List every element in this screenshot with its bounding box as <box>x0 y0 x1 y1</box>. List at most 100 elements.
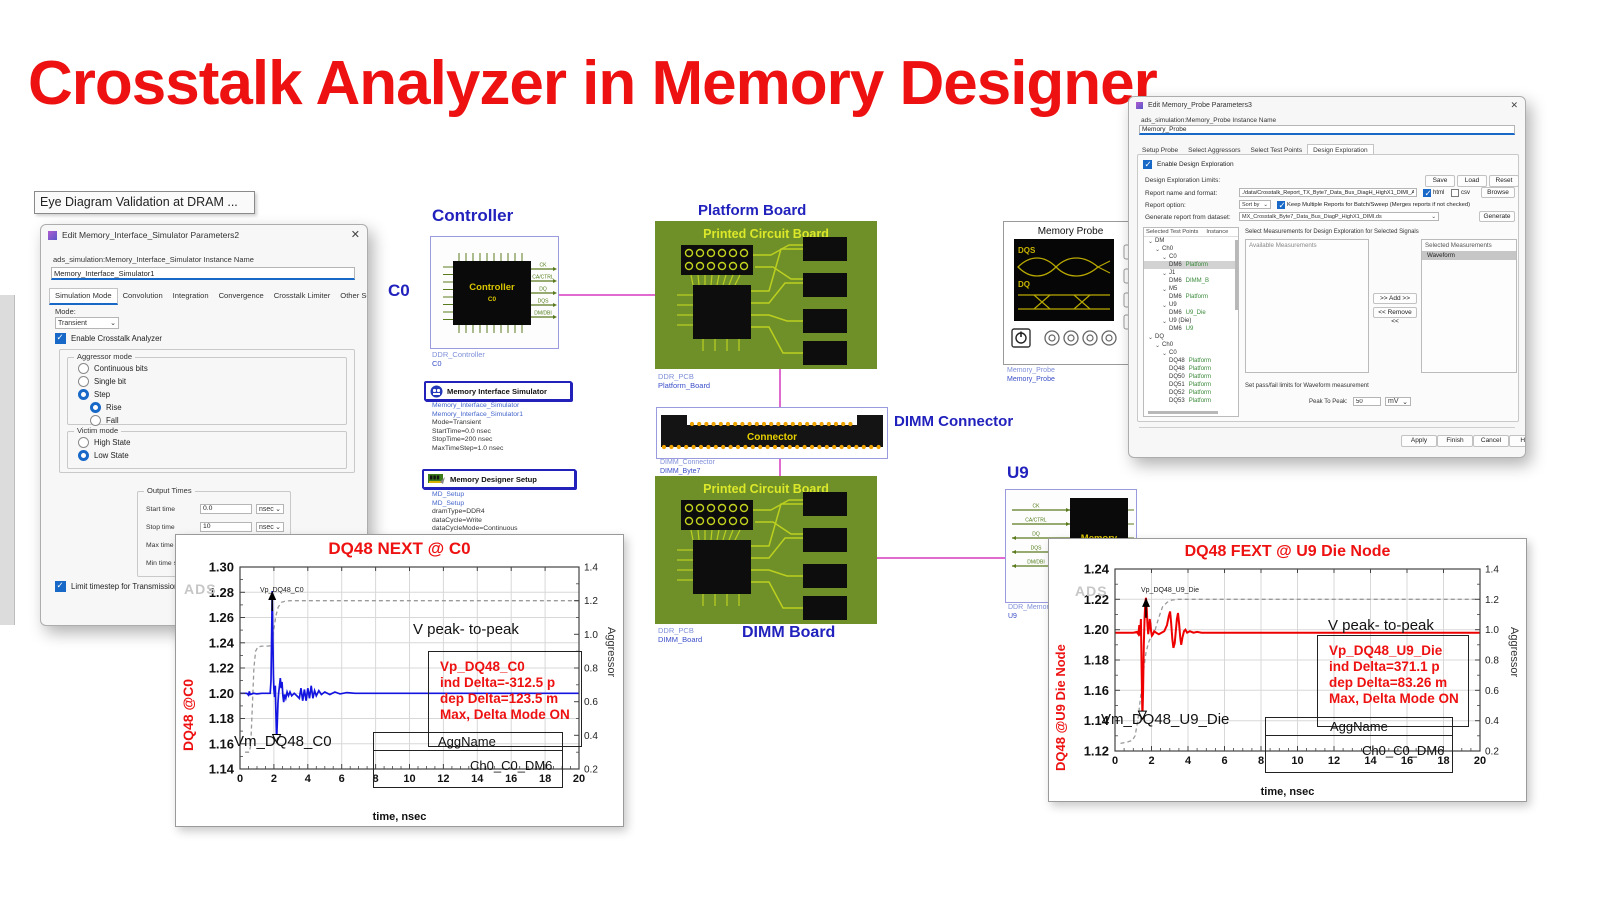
radio-fall[interactable]: Fall <box>90 414 122 427</box>
tree-scrollbar[interactable] <box>1235 240 1238 310</box>
tree-item-ch0[interactable]: ⌄Ch0 <box>1144 245 1238 253</box>
help-button[interactable]: Help <box>1509 435 1525 447</box>
memory-designer-setup-block[interactable]: Memory Designer Setup <box>422 469 576 489</box>
close-icon[interactable]: ✕ <box>350 228 360 241</box>
cancel-button[interactable]: Cancel <box>1473 435 1509 447</box>
caret-icon[interactable]: ⌄ <box>1162 302 1168 309</box>
caret-icon[interactable]: ⌄ <box>1155 342 1161 349</box>
text-line: Mode=Transient <box>432 419 482 427</box>
tree-item-ch0[interactable]: ⌄Ch0 <box>1144 341 1238 349</box>
tab-select-aggressors[interactable]: Select Aggressors <box>1188 147 1241 154</box>
x-axis-label: time, nsec <box>372 811 427 823</box>
dimm-connector-symbol[interactable]: Connector <box>656 407 888 459</box>
radio-step[interactable]: Step <box>78 388 148 401</box>
tab-convergence[interactable]: Convergence <box>218 291 264 300</box>
mode-dropdown[interactable]: Transient⌄ <box>55 317 119 329</box>
browse-button[interactable]: Browse <box>1481 187 1515 198</box>
tree-item-j1[interactable]: ⌄J1 <box>1144 269 1238 277</box>
tab-integration[interactable]: Integration <box>172 291 209 300</box>
tab-select-test-points[interactable]: Select Test Points <box>1250 147 1303 154</box>
caret-icon[interactable]: ⌄ <box>1162 254 1168 261</box>
dataset-dropdown[interactable]: MX_Crosstalk_Byte7_Data_Bus_DiagP_HighX1… <box>1239 212 1439 221</box>
output-time-input[interactable]: 10 <box>200 522 252 532</box>
unit-dropdown[interactable]: nsec⌄ <box>256 504 284 514</box>
sort-dropdown[interactable]: Sort by⌄ <box>1239 200 1271 209</box>
trace-label: Vp_DQ48_U9_Die <box>1141 587 1199 594</box>
tab-setup-probe[interactable]: Setup Probe <box>1142 147 1179 154</box>
peak-unit-dropdown[interactable]: mV⌄ <box>1385 397 1411 406</box>
tab-crosstalk-limiter[interactable]: Crosstalk Limiter <box>273 291 331 300</box>
tree-item-dq[interactable]: ⌄DQ <box>1144 333 1238 341</box>
radio-high-state[interactable]: High State <box>78 436 130 449</box>
platform-board-pcb[interactable]: Printed Circuit Board <box>655 221 877 369</box>
reset-button[interactable]: Reset <box>1489 175 1519 187</box>
enable-crosstalk-checkbox[interactable]: Enable Crosstalk Analyzer <box>55 332 162 344</box>
caret-icon[interactable]: ⌄ <box>1148 334 1154 341</box>
tab-other-setup[interactable]: Other Setup <box>340 291 367 300</box>
radio-rise[interactable]: Rise <box>90 401 122 414</box>
tree-item-u9-die-[interactable]: ⌄U9 (Die) <box>1144 317 1238 325</box>
load-button[interactable]: Load <box>1457 175 1487 187</box>
report-name-input[interactable] <box>1239 188 1417 197</box>
tree-instance: Platform <box>1188 374 1212 380</box>
save-button[interactable]: Save <box>1425 175 1455 187</box>
radio-low-state[interactable]: Low State <box>78 449 130 462</box>
keep-reports-checkbox[interactable]: Keep Multiple Reports for Batch/Sweep (M… <box>1277 200 1470 211</box>
tab-simulation-mode[interactable]: Simulation Mode <box>49 288 118 305</box>
dialog-titlebar[interactable]: Edit Memory_Interface_Simulator Paramete… <box>41 225 367 245</box>
tree-hscrollbar[interactable] <box>1148 411 1218 414</box>
finish-button[interactable]: Finish <box>1437 435 1473 447</box>
radio-single-bit[interactable]: Single bit <box>78 375 148 388</box>
unit-dropdown[interactable]: nsec⌄ <box>256 522 284 532</box>
tree-item-dm[interactable]: ⌄DM <box>1144 237 1238 245</box>
tree-item-m5[interactable]: ⌄M5 <box>1144 285 1238 293</box>
add-button[interactable]: >> Add >> <box>1373 293 1417 304</box>
output-time-input[interactable]: 0.0 <box>200 504 252 514</box>
radio-continuous-bits[interactable]: Continuous bits <box>78 362 148 375</box>
enable-design-exploration-checkbox[interactable]: Enable Design Exploration <box>1143 159 1234 170</box>
tree-item-u9[interactable]: ⌄U9 <box>1144 301 1238 309</box>
tree-instance: Platform <box>1188 382 1212 388</box>
peak-to-peak-input[interactable] <box>1353 397 1381 406</box>
waveform-item[interactable]: Waveform <box>1422 251 1516 260</box>
y-axis-label-right: Aggressor <box>605 627 617 678</box>
limit-timestep-checkbox[interactable]: Limit timestep for Transmission Line <box>55 580 195 592</box>
remove-button[interactable]: << Remove << <box>1373 307 1417 325</box>
available-measurements-box[interactable]: Available Measurements <box>1245 239 1369 373</box>
dialog-titlebar[interactable]: Edit Memory_Probe Parameters3 ✕ <box>1129 97 1525 113</box>
test-points-tree[interactable]: Selected Test Points Instance ⌄DM⌄Ch0⌄C0… <box>1143 227 1239 417</box>
caret-icon[interactable]: ⌄ <box>1155 246 1161 253</box>
generate-button[interactable]: Generate <box>1479 211 1515 222</box>
caret-icon[interactable]: ⌄ <box>1162 350 1168 357</box>
instance-name-input[interactable] <box>51 267 355 280</box>
memory-interface-simulator-block[interactable]: Memory Interface Simulator <box>424 381 572 401</box>
caret-icon[interactable]: ⌄ <box>1162 286 1168 293</box>
close-icon[interactable]: ✕ <box>1510 99 1518 110</box>
dimm-board-pcb[interactable]: Printed Circuit Board <box>655 476 877 624</box>
tree-item-c0[interactable]: ⌄C0 <box>1144 253 1238 261</box>
tree-item-c0[interactable]: ⌄C0 <box>1144 349 1238 357</box>
apply-button[interactable]: Apply <box>1401 435 1437 447</box>
csv-checkbox[interactable]: csv <box>1451 189 1470 197</box>
caret-icon[interactable]: ⌄ <box>1148 238 1154 245</box>
instance-name-input[interactable] <box>1139 125 1515 135</box>
tree-label: DM6 <box>1169 278 1182 284</box>
caret-icon[interactable]: ⌄ <box>1162 270 1168 277</box>
tab-convolution[interactable]: Convolution <box>122 291 163 300</box>
selected-measurements-box[interactable]: Selected Measurements Waveform <box>1421 239 1517 373</box>
caret-icon[interactable]: ⌄ <box>1162 318 1168 325</box>
html-checkbox[interactable]: html <box>1423 188 1444 199</box>
